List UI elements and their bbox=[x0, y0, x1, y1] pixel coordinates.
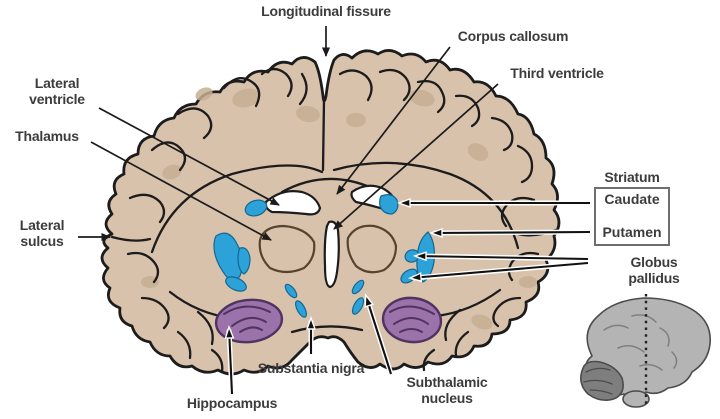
caudate-right bbox=[379, 194, 399, 215]
longitudinal-fissure-crease bbox=[321, 98, 326, 172]
arrow-putamen bbox=[432, 232, 591, 233]
cortex-shading bbox=[141, 87, 537, 330]
thalamus-right-outline bbox=[346, 224, 398, 274]
plain-arrows bbox=[78, 26, 499, 241]
arrow-corpus-callosum bbox=[336, 46, 451, 195]
inset-brainstem bbox=[622, 390, 650, 408]
globus-pallidus-left-1 bbox=[237, 247, 251, 275]
label-third-ventricle: Third ventricle bbox=[510, 65, 604, 81]
corpus-callosum-arc bbox=[280, 177, 374, 194]
label-lateral-sulcus: Lateral sulcus bbox=[19, 217, 65, 249]
label-hippocampus: Hippocampus bbox=[186, 395, 278, 411]
arrow-thalamus bbox=[90, 141, 272, 241]
substantia-nigra-right-shape bbox=[351, 297, 365, 315]
label-subthalamic-nucleus: Subthalamic nucleus bbox=[406, 374, 488, 406]
label-longitudinal-fissure: Longitudinal fissure bbox=[261, 3, 391, 19]
arrow-globus-pallidus-lower bbox=[411, 261, 589, 278]
label-lateral-ventricle: Lateral ventricle bbox=[29, 75, 85, 107]
striatum-box: Caudate Putamen bbox=[594, 187, 670, 246]
label-caudate: Caudate bbox=[604, 191, 660, 207]
globus-pallidus-left-2 bbox=[225, 276, 247, 292]
label-substantia-nigra: Substantia nigra bbox=[257, 360, 365, 376]
lateral-sulcus-left-crease bbox=[110, 235, 152, 242]
arrow-subthalamic-nucleus bbox=[366, 296, 392, 375]
thalamus-left-outline bbox=[258, 224, 316, 274]
substantia-nigra-left-lower bbox=[295, 300, 307, 318]
arrow-hippocampus bbox=[229, 328, 232, 395]
gyri-lines bbox=[110, 67, 558, 374]
basal-ganglia-nuclei bbox=[213, 194, 435, 318]
third-ventricle-shape bbox=[323, 220, 340, 289]
substantia-nigra-left-upper bbox=[284, 283, 298, 299]
caudate-left bbox=[244, 199, 268, 217]
label-thalamus: Thalamus bbox=[15, 128, 79, 144]
cased-arrows bbox=[229, 203, 593, 397]
arrow-lateral-ventricle bbox=[98, 107, 280, 206]
arrow-globus-pallidus-upper bbox=[416, 256, 589, 259]
lateral-ventricle-left-shape bbox=[264, 190, 322, 216]
brain-inset bbox=[580, 294, 712, 408]
subthalamic-nucleus-right-shape bbox=[351, 279, 365, 295]
label-striatum: Striatum bbox=[604, 169, 660, 185]
arrow-third-ventricle bbox=[333, 83, 499, 230]
label-globus-pallidus: Globus pallidus bbox=[628, 254, 680, 286]
label-corpus-callosum: Corpus callosum bbox=[457, 28, 569, 44]
label-putamen: Putamen bbox=[602, 224, 662, 240]
